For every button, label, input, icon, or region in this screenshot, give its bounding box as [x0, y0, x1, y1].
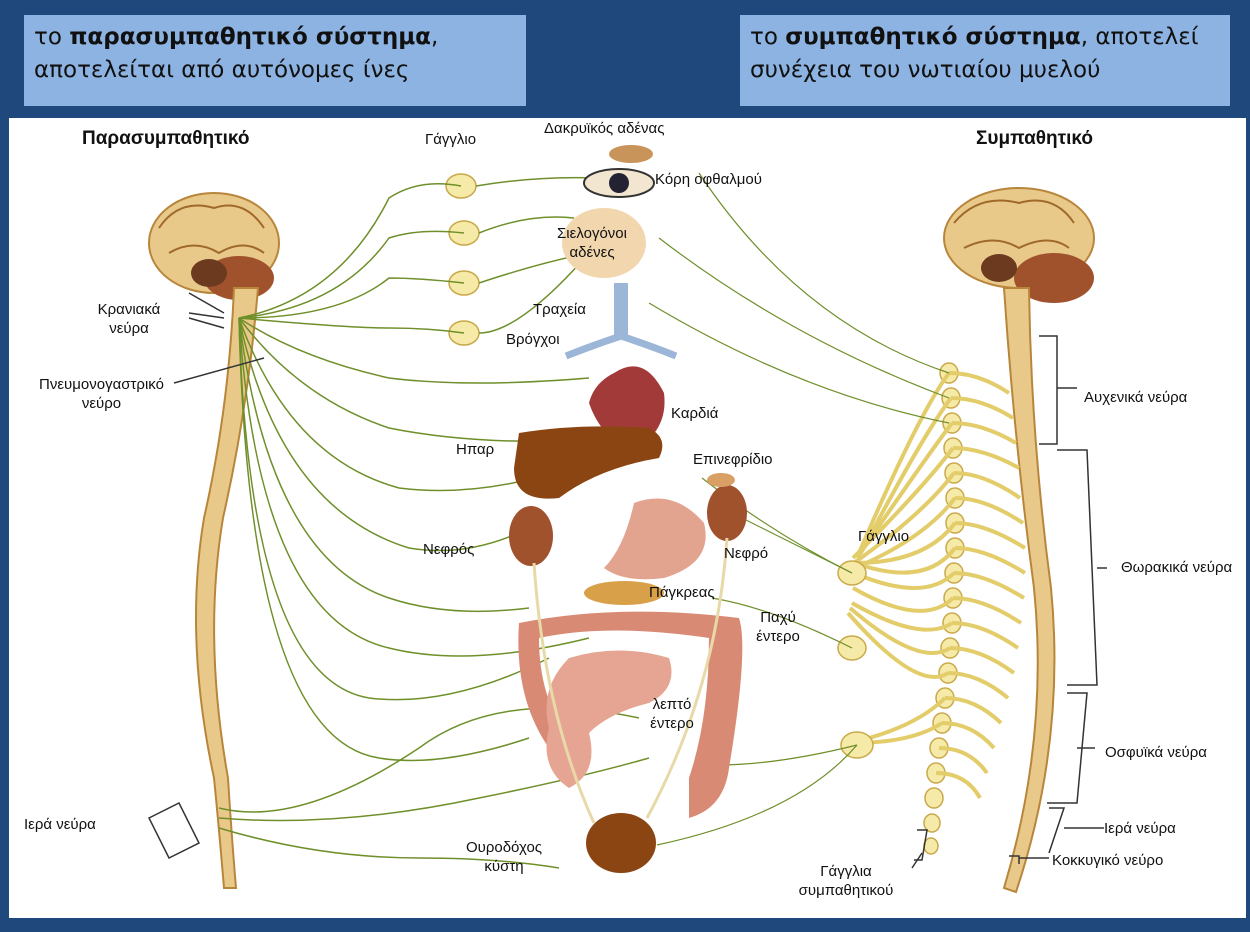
- label-salivary-glands: Σιελογόνοι αδένες: [537, 224, 647, 262]
- lacrimal-gland: [609, 145, 653, 163]
- label-sympathetic-ganglia-line1: Γάγγλια: [786, 862, 906, 881]
- label-small-intestine-line1: λεπτό: [637, 695, 707, 714]
- trachea: [614, 283, 628, 338]
- callout-sympathetic: το συμπαθητικό σύστημα, αποτελεί συνέχει…: [740, 15, 1230, 106]
- label-sympathetic-ganglia: Γάγγλια συμπαθητικού: [786, 862, 906, 900]
- label-kidney-left: Νεφρός: [423, 540, 474, 559]
- eye: [584, 169, 654, 197]
- label-coccygeal-nerve: Κοκκυγικό νεύρο: [1052, 851, 1163, 870]
- heading-parasympathetic: Παρασυμπαθητικό: [82, 128, 249, 150]
- label-liver: Ηπαρ: [456, 440, 494, 459]
- callout-left-term: παρασυμπαθητικό σύστημα: [69, 24, 431, 50]
- label-large-intestine-line1: Παχύ: [743, 608, 813, 627]
- label-pupil: Κόρη οφθαλμού: [655, 170, 762, 189]
- right-brain: [944, 188, 1094, 303]
- label-thoracic-nerves: Θωρακικά νεύρα: [1121, 558, 1232, 577]
- callout-right-term: συμπαθητικό σύστημα: [785, 24, 1080, 50]
- label-sacral-nerves-left: Ιερά νεύρα: [24, 815, 96, 834]
- label-small-intestine-line2: έντερο: [637, 714, 707, 733]
- label-cervical-nerves: Αυχενικά νεύρα: [1084, 388, 1187, 407]
- label-cranial-nerves: Κρανιακά νεύρα: [74, 300, 184, 338]
- callout-left-prefix: το: [34, 24, 69, 50]
- label-vagus-line1: Πνευμονογαστρικό: [9, 375, 194, 394]
- nervous-system-diagram: Παρασυμπαθητικό Συμπαθητικό Γάγγλιο Δακρ…: [9, 118, 1246, 918]
- kidney-left: [509, 506, 553, 566]
- label-trachea: Τραχεία: [533, 300, 586, 319]
- stomach: [604, 499, 706, 580]
- label-small-intestine: λεπτό έντερο: [637, 695, 707, 733]
- heading-sympathetic: Συμπαθητικό: [976, 128, 1093, 150]
- label-vagus-nerve: Πνευμονογαστρικό νεύρο: [9, 375, 194, 413]
- label-salivary-line2: αδένες: [537, 243, 647, 262]
- callout-right-prefix: το: [750, 24, 785, 50]
- label-large-intestine: Παχύ έντερο: [743, 608, 813, 646]
- label-ganglion-top: Γάγγλιο: [425, 130, 476, 149]
- callout-right-suffix: , αποτελεί: [1081, 24, 1199, 50]
- label-lacrimal-gland: Δακρυϊκός αδένας: [544, 119, 664, 138]
- callout-left-suffix: ,: [431, 24, 438, 50]
- kidney-right: [707, 485, 747, 541]
- sympathetic-branches: [848, 373, 1025, 798]
- label-large-intestine-line2: έντερο: [743, 627, 813, 646]
- label-bladder-line2: κύστη: [459, 857, 549, 876]
- label-bladder: Ουροδόχος κύστη: [459, 838, 549, 876]
- label-bronchi: Βρόγχοι: [506, 330, 560, 349]
- callout-right-line2: συνέχεια του νωτιαίου μυελού: [750, 54, 1220, 87]
- parasympathetic-ganglia: [446, 174, 479, 345]
- bronchi: [566, 336, 676, 356]
- adrenal: [707, 473, 735, 487]
- left-brain: [149, 193, 279, 300]
- callout-parasympathetic: το παρασυμπαθητικό σύστημα, αποτελείται …: [24, 15, 526, 106]
- callout-left-line2: αποτελείται από αυτόνομες ίνες: [34, 54, 516, 87]
- sympathetic-nerves: [649, 173, 949, 845]
- label-pancreas: Πάγκρεας: [649, 583, 715, 602]
- label-cranial-line1: Κρανιακά: [74, 300, 184, 319]
- label-kidney-right: Νεφρό: [724, 544, 768, 563]
- label-ganglion-right: Γάγγλιο: [858, 527, 909, 546]
- label-lumbar-nerves: Οσφυϊκά νεύρα: [1105, 743, 1207, 762]
- label-cranial-line2: νεύρα: [74, 319, 184, 338]
- label-vagus-line2: νεύρο: [9, 394, 194, 413]
- label-adrenal: Επινεφρίδιο: [693, 450, 773, 469]
- label-salivary-line1: Σιελογόνοι: [537, 224, 647, 243]
- label-heart: Καρδιά: [671, 404, 718, 423]
- liver: [514, 426, 662, 498]
- label-bladder-line1: Ουροδόχος: [459, 838, 549, 857]
- label-sympathetic-ganglia-line2: συμπαθητικού: [786, 881, 906, 900]
- bladder: [586, 813, 656, 873]
- label-sacral-nerves-right: Ιερά νεύρα: [1104, 819, 1176, 838]
